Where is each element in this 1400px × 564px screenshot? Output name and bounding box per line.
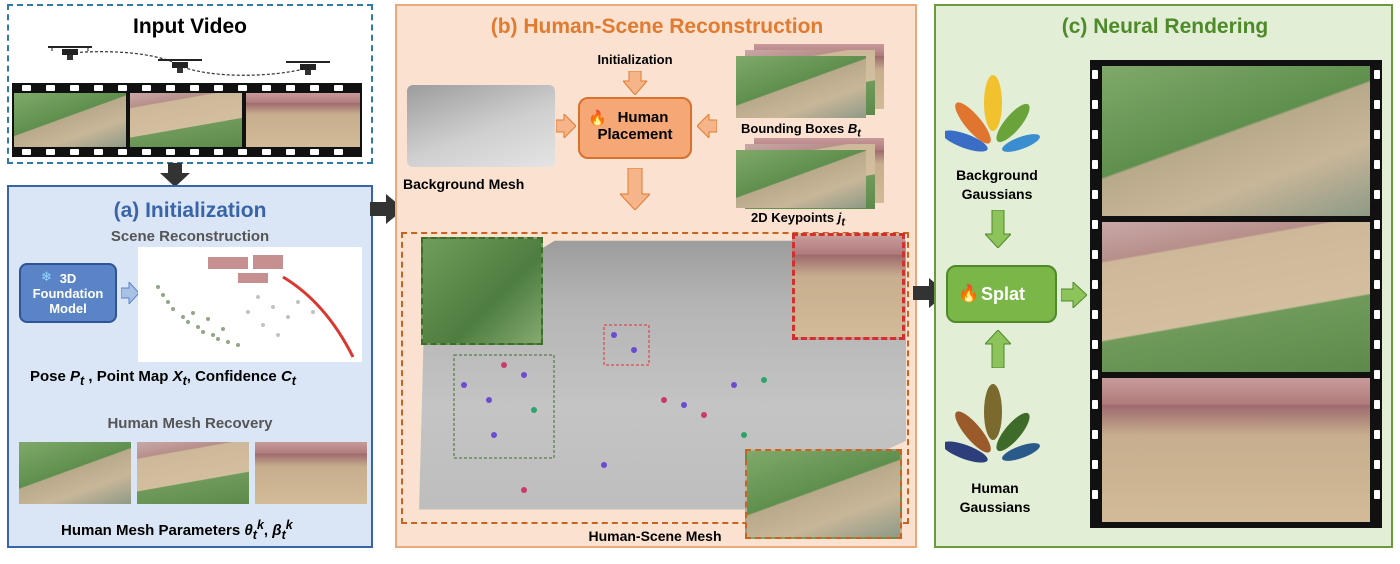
foundation-line-2: Foundation: [32, 286, 104, 301]
keypoints-label: 2D Keypoints jt: [751, 210, 845, 229]
human-gaussians-line-1: Human: [971, 480, 1019, 496]
foundation-line-3: Model: [49, 301, 87, 316]
hmr-frame: [255, 442, 367, 504]
human-placement-box: 🔥 Human Placement: [578, 97, 692, 159]
arrow-right-icon: [1061, 282, 1087, 308]
human-scene-mesh-label: Human-Scene Mesh: [588, 528, 722, 544]
rendered-frame: [1102, 66, 1370, 216]
human-figures: [453, 324, 767, 493]
reconstruction-title: (b) Human-Scene Reconstruction: [490, 15, 824, 38]
arrow-down-icon: [160, 163, 190, 187]
background-gaussians-line-1: Background: [956, 167, 1038, 183]
scene-reconstruction-label: Scene Reconstruction: [110, 228, 270, 245]
neural-rendering-title: (c) Neural Rendering: [1061, 15, 1269, 38]
drone-icon: [48, 46, 92, 60]
pose-pointmap-confidence-label: Pose Pt , Point Map Xt, Confidence Ct: [30, 368, 296, 388]
placement-line-1: Human: [617, 109, 669, 126]
keypoint-frame: [736, 150, 866, 208]
arrow-right-icon: [556, 114, 576, 138]
hmr-frame: [137, 442, 249, 504]
background-mesh-image: [407, 85, 555, 167]
placement-line-2: Placement: [597, 126, 673, 143]
background-gaussians-line-2: Gaussians: [961, 186, 1033, 202]
input-film-perforations: [12, 83, 362, 157]
flame-icon: 🔥: [588, 110, 607, 127]
human-gaussians-icon: [945, 384, 1040, 463]
splat-label: Splat: [981, 284, 1026, 304]
video-frame: [130, 93, 242, 147]
video-frame: [246, 93, 360, 147]
input-video-panel: [7, 4, 373, 164]
arrow-left-icon: [697, 114, 717, 138]
foundation-model-box: ❄ 3D Foundation Model: [19, 263, 117, 323]
arrow-up-icon: [985, 330, 1011, 368]
splat-box: 🔥 Splat: [946, 265, 1057, 323]
flame-icon: 🔥: [958, 284, 980, 303]
video-frame: [14, 93, 126, 147]
background-mesh-label: Background Mesh: [403, 176, 525, 192]
inset-basketball-view: [792, 233, 905, 340]
arrow-right-icon: [370, 194, 404, 224]
film-perforations: [1090, 60, 1382, 528]
bounding-boxes-label: Bounding Boxes Bt: [741, 121, 861, 140]
human-scene-mesh-frame: [401, 232, 909, 524]
input-video-title: Input Video: [133, 15, 247, 38]
rendered-frame: [1102, 222, 1370, 372]
point-cloud-image: [138, 247, 362, 362]
hmr-frame: [19, 442, 131, 504]
inset-soccer-view: [421, 237, 543, 345]
snowflake-icon: ❄: [41, 269, 52, 284]
arrow-down-icon: [620, 168, 650, 210]
arrow-down-icon: [623, 71, 647, 95]
human-mesh-parameters-label: Human Mesh Parameters θtk, βtk: [61, 518, 293, 542]
drone-trajectory: [48, 46, 330, 76]
rendered-frame: [1102, 378, 1370, 522]
human-gaussians-line-2: Gaussians: [959, 499, 1031, 515]
human-mesh-recovery-label: Human Mesh Recovery: [107, 415, 273, 432]
output-filmstrip: [1090, 60, 1382, 528]
inset-field-view: [745, 449, 902, 539]
drone-icon: [286, 61, 330, 75]
initialization-title: (a) Initialization: [113, 199, 267, 222]
bbox-frame: [736, 56, 866, 118]
foundation-line-1: 3D: [59, 271, 77, 286]
arrow-right-icon: [121, 282, 139, 304]
arrow-right-icon: [913, 278, 947, 308]
drone-icon: [158, 59, 202, 73]
initialization-input-label: Initialization: [597, 52, 673, 67]
background-gaussians-icon: [945, 75, 1040, 152]
input-filmstrip: [12, 83, 362, 157]
arrow-down-icon: [985, 210, 1011, 248]
